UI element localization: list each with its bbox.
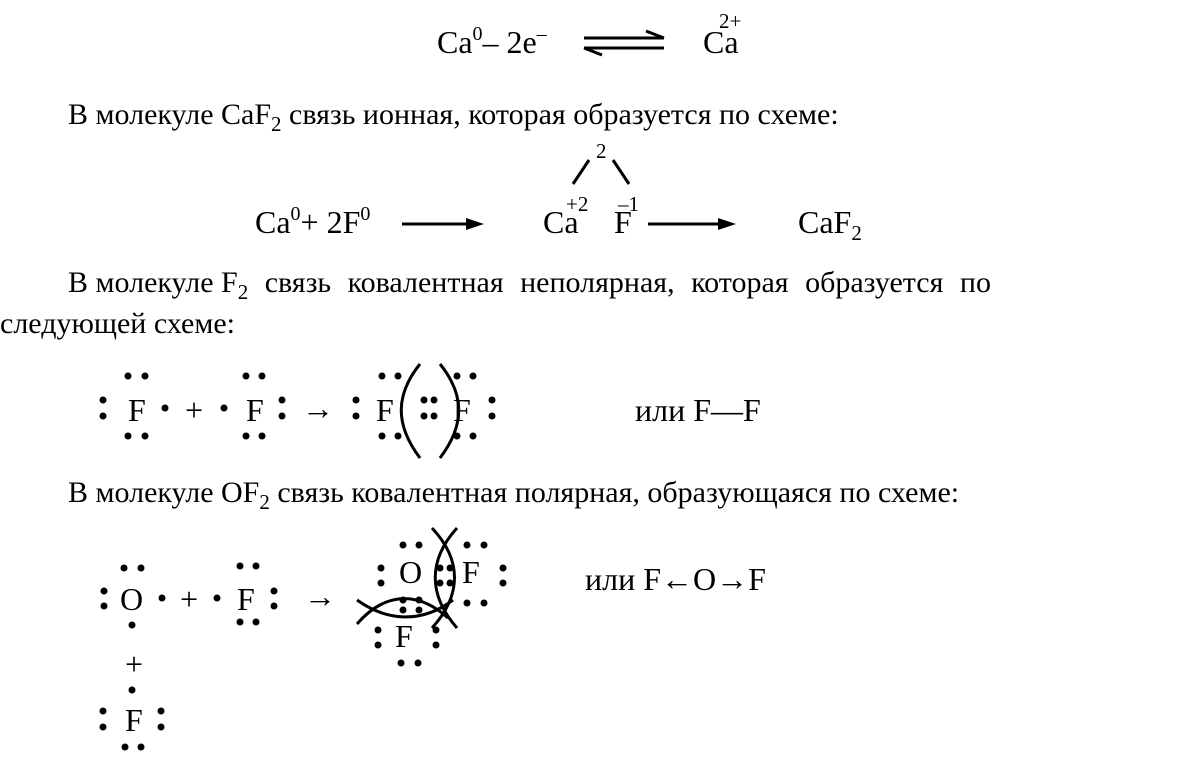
eq1-e-sup: – bbox=[536, 23, 547, 45]
s2-prod-f-bottom: F bbox=[395, 618, 413, 654]
paragraph-f2-line1: В молекуле F2 связь ковалентная неполярн… bbox=[68, 266, 991, 303]
electron-transfer-bracket bbox=[571, 159, 631, 185]
p2-a: В молекуле F bbox=[68, 266, 238, 299]
s2-prod-f-right: F bbox=[462, 554, 480, 590]
paragraph-caf2: В молекуле CaF2 связь ионная, которая об… bbox=[68, 98, 839, 135]
equation-ionization: Ca0– 2e– bbox=[437, 23, 547, 60]
eq2-caf: CaF bbox=[798, 204, 852, 240]
s2-f2: F bbox=[125, 702, 143, 738]
reaction-arrow-icon bbox=[402, 218, 736, 230]
s1-arrow: → bbox=[302, 390, 334, 426]
eq2-ca-sup: 0 bbox=[290, 203, 301, 225]
s2-f2-dots bbox=[99, 686, 165, 751]
equilibrium-arrow-icon bbox=[583, 29, 665, 57]
p2-b: связь ковалентная неполярная, которая об… bbox=[248, 266, 991, 299]
s2-plus1: + bbox=[180, 581, 199, 617]
eq2-product: CaF2 bbox=[798, 204, 862, 244]
s2-arrow: → bbox=[304, 578, 336, 614]
s1-bond-overlap bbox=[399, 363, 461, 459]
eq2-f-ion: F bbox=[614, 204, 632, 240]
p3-sub: 2 bbox=[259, 490, 270, 514]
eq2-ca-ion: Ca bbox=[543, 204, 579, 240]
s2-alt: или F←O→F bbox=[585, 561, 766, 597]
s2-plus2: + bbox=[125, 646, 144, 682]
eq2-plus-f: + 2F bbox=[300, 204, 361, 240]
eq1-product: Ca bbox=[703, 26, 739, 58]
s2-o: O bbox=[120, 581, 144, 617]
p1-rest: связь ионная, которая образуется по схем… bbox=[281, 98, 839, 131]
s1-product-dots bbox=[352, 372, 496, 440]
p3-text: В молекуле OF bbox=[68, 476, 260, 509]
s1-f-left: F bbox=[128, 392, 146, 428]
s1-plus: + bbox=[185, 392, 204, 428]
eq2-f-sup: 0 bbox=[360, 203, 371, 225]
paragraph-of2: В молекуле OF2 связь ковалентная полярна… bbox=[68, 476, 960, 513]
eq2-bridge-count: 2 bbox=[596, 139, 607, 163]
s1-f-right: F bbox=[246, 392, 264, 428]
p1-sub: 2 bbox=[271, 112, 282, 136]
s1-alt: или F—F bbox=[635, 392, 761, 428]
eq1-ca-ion: Ca bbox=[703, 24, 739, 60]
s1-right-f-dots bbox=[220, 372, 286, 440]
s2-f1-dots bbox=[213, 562, 278, 626]
eq2-ca: Ca bbox=[255, 204, 291, 240]
s2-prod-o: O bbox=[399, 554, 423, 590]
eq2-ca-charge: +2 bbox=[566, 192, 589, 216]
eq1-ion-charge: 2+ bbox=[719, 9, 742, 33]
s2-bond-overlaps bbox=[355, 526, 459, 630]
s2-product-dots bbox=[374, 541, 507, 667]
s2-o-dots bbox=[100, 564, 166, 629]
eq2-f-charge: –1 bbox=[618, 192, 639, 216]
eq1-ca: Ca bbox=[437, 24, 473, 60]
eq1-minus: – 2e bbox=[482, 24, 537, 60]
s1-left-f-dots bbox=[99, 372, 169, 440]
p2-sub: 2 bbox=[237, 280, 249, 304]
p3-rest: связь ковалентная полярная, образующаяся… bbox=[269, 476, 960, 509]
s1-prod-f1: F bbox=[376, 392, 394, 428]
eq2-product-sub: 2 bbox=[851, 221, 862, 245]
eq2-reactants: Ca0+ 2F0 bbox=[255, 203, 371, 240]
paragraph-f2-line2: следующей схеме: bbox=[0, 307, 235, 340]
s2-f1: F bbox=[237, 581, 255, 617]
eq1-ca-sup: 0 bbox=[472, 23, 483, 45]
p1-text: В молекуле CaF bbox=[68, 98, 272, 131]
